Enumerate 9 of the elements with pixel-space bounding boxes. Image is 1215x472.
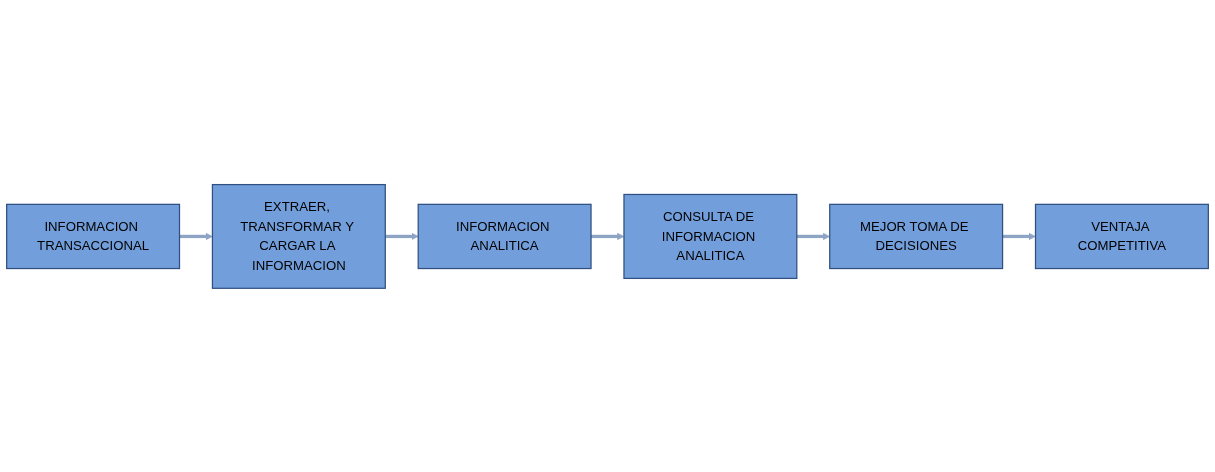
node-box: INFORMACION TRANSACCIONAL <box>6 203 181 269</box>
arrow <box>179 232 213 240</box>
node-box: MEJOR TOMA DE DECISIONES <box>829 203 1004 269</box>
arrow <box>385 232 419 240</box>
node-box: CONSULTA DE INFORMACION ANALITICA <box>623 193 798 279</box>
node-box: VENTAJA COMPETITIVA <box>1034 203 1209 269</box>
arrow <box>1002 232 1036 240</box>
node-box: EXTRAER, TRANSFORMAR Y CARGAR LA INFORMACION <box>211 183 386 289</box>
node-box: INFORMACION ANALITICA <box>417 203 592 269</box>
